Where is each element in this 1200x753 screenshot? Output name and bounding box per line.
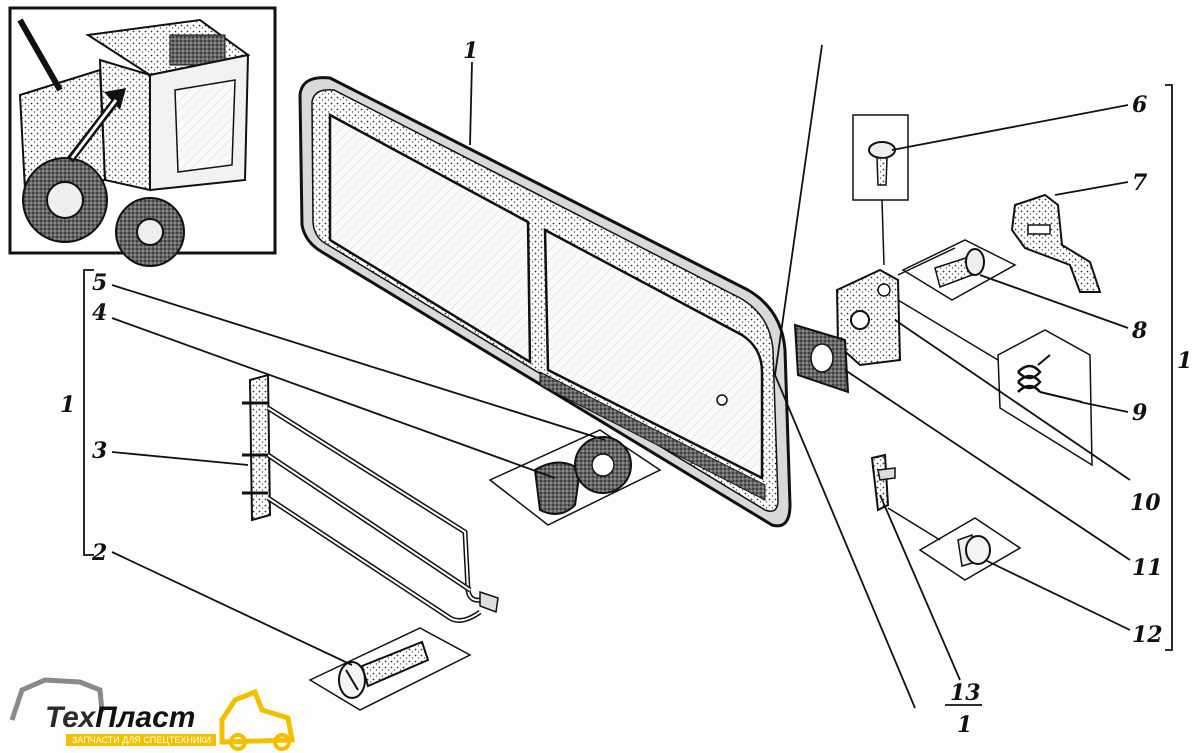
callout-12: 12: [1132, 622, 1163, 648]
callout-13-numerator: 13: [950, 680, 981, 706]
callout-10: 10: [1130, 490, 1161, 516]
sliding-window-assembly: [298, 76, 792, 528]
svg-text:ТехПласт: ТехПласт: [45, 701, 195, 734]
logo-tagline-bar: [66, 734, 216, 746]
leader-lines: [83, 44, 1173, 709]
part-2-bolt: [308, 627, 472, 711]
callout-4: 4: [92, 300, 107, 326]
loader-icon: [219, 688, 295, 751]
callout-labels: 1 1 1 2 3 4 5 6 7 8 9 10 11 12 13 1: [60, 38, 1192, 738]
callout-7: 7: [1132, 170, 1148, 196]
inset-tractor-illustration: [8, 6, 277, 267]
brand-logo: ТехПласт ЗАПЧАСТИ ДЛЯ СПЕЦТЕХНИКИ: [9, 677, 295, 751]
parts-6-11-latch-assembly: [793, 114, 1102, 467]
callout-3: 3: [92, 438, 107, 464]
callout-9: 9: [1132, 400, 1147, 426]
parts-12-13-bracket-rivet: [870, 453, 1022, 581]
callout-2: 2: [91, 540, 107, 566]
logo-name-part2: Пласт: [95, 701, 195, 734]
callout-5: 5: [92, 270, 107, 296]
callout-13-denominator: 1: [957, 712, 972, 738]
excavator-arm-icon: [9, 677, 105, 721]
callout-1-top: 1: [463, 38, 478, 64]
callout-6: 6: [1132, 92, 1147, 118]
logo-name-part1: Тех: [45, 701, 96, 734]
callout-1-right: 1: [1177, 348, 1192, 374]
parts-4-5-buffer-washer: [488, 429, 662, 526]
logo-tagline: ЗАПЧАСТИ ДЛЯ СПЕЦТЕХНИКИ: [72, 735, 211, 745]
callout-8: 8: [1131, 318, 1147, 344]
callout-11: 11: [1132, 555, 1163, 581]
callout-1-left: 1: [60, 392, 75, 418]
part-3-rod-guard: [242, 373, 499, 623]
